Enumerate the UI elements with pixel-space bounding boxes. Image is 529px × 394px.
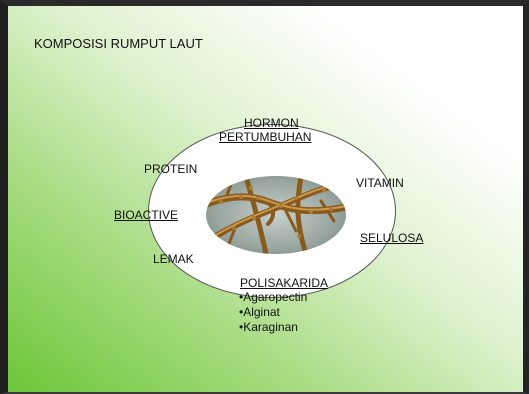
label-hormon-line2: PERTUMBUHAN: [219, 130, 311, 144]
seaweed-branches-graphic: [206, 176, 346, 254]
slide-title: KOMPOSISI RUMPUT LAUT: [34, 36, 203, 51]
label-polisakarida: POLISAKARIDA: [240, 276, 328, 290]
label-bioactive: BIOACTIVE: [114, 208, 178, 222]
label-lemak: LEMAK: [153, 252, 194, 266]
polisakarida-item: •Agaropectin: [239, 290, 307, 304]
label-vitamin: VITAMIN: [356, 176, 404, 190]
polisakarida-item: •Karaginan: [239, 320, 298, 334]
seaweed-photo: [206, 176, 346, 254]
polisakarida-item: •Alginat: [239, 305, 280, 319]
label-protein: PROTEIN: [144, 162, 197, 176]
label-selulosa: SELULOSA: [360, 231, 423, 245]
label-hormon-line1: HORMON: [244, 116, 299, 130]
